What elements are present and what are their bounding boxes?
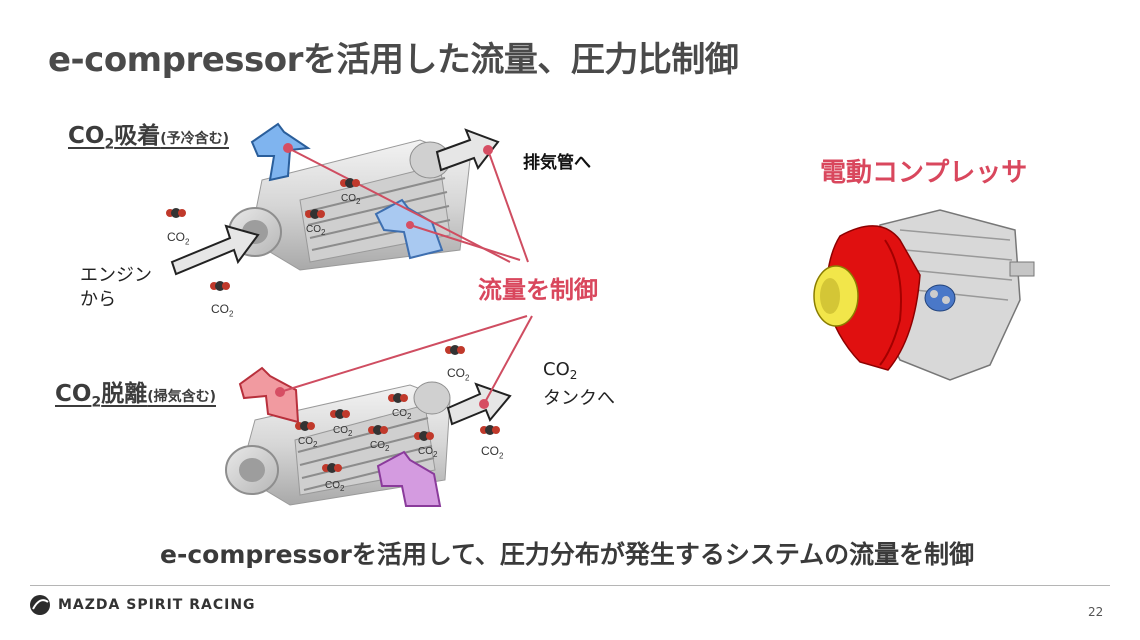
footer-divider (30, 585, 1110, 586)
engine-inflow-arrow (170, 224, 260, 276)
co2-molecule-label: CO2 (392, 408, 412, 421)
co2-molecule-icon (368, 425, 388, 435)
co2-molecule-icon (166, 208, 186, 218)
co2-molecule-label: CO2 (370, 440, 390, 453)
co2-molecule-label: CO2 (306, 224, 326, 237)
co2-molecule-icon (295, 421, 315, 431)
co2-subscript: 2 (91, 394, 102, 411)
tank-label-line2: タンクへ (543, 388, 615, 409)
exhaust-label: 排気管へ (523, 153, 591, 173)
co2-molecule-icon (322, 463, 342, 473)
electric-compressor-image (813, 209, 1035, 381)
co2-adsorption-heading: CO2吸着(予冷含む) (68, 116, 229, 153)
desorption-subtext: (掃気含む) (147, 389, 216, 405)
footer-brand: MAZDA SPIRIT RACING (58, 597, 256, 613)
co2-molecule-icon (330, 409, 350, 419)
adsorption-subtext: (予冷含む) (160, 131, 229, 147)
co2-text: CO (55, 381, 92, 407)
control-points (275, 143, 493, 409)
engine-label-line1: エンジン (80, 265, 152, 286)
adsorption-text: 吸着 (114, 123, 161, 149)
co2-molecule-label: CO2 (481, 444, 504, 461)
co2-molecule-icon (480, 425, 500, 435)
control-lines (279, 147, 533, 405)
co2-text: CO (68, 123, 105, 149)
co2-molecule-label: CO2 (418, 446, 438, 459)
desorption-text: 脱離 (101, 381, 148, 407)
engine-label-line2: から (80, 289, 116, 310)
co2-molecule-label: CO2 (211, 302, 234, 319)
adsorption-outflow-arrow (374, 198, 444, 260)
co2-molecule-label: CO2 (325, 480, 345, 493)
co2-molecules (166, 178, 500, 473)
co2-desorption-heading: CO2脱離(掃気含む) (55, 374, 216, 411)
mazda-logo-icon (30, 595, 50, 615)
co2-molecule-icon (414, 431, 434, 441)
summary-text: e-compressorを活用して、圧力分布が発生するシステムの流量を制御 (160, 540, 975, 569)
electric-compressor-label: 電動コンプレッサ (820, 158, 1028, 188)
co2-molecule-icon (388, 393, 408, 403)
co2-molecule-label: CO2 (298, 436, 318, 449)
co2-molecule-icon (210, 281, 230, 291)
co2-molecule-label: CO2 (341, 193, 361, 206)
adsorption-inflow-arrow (250, 122, 311, 182)
co2-molecule-label: CO2 (167, 230, 190, 247)
page-number: 22 (1088, 605, 1104, 619)
co2-molecule-label: CO2 (447, 366, 470, 383)
engine-label: エンジン から (80, 264, 152, 312)
tank-label: CO2 タンクへ (543, 358, 615, 411)
co2-molecule-icon (340, 178, 360, 188)
co2-molecule-icon (445, 345, 465, 355)
slide-title: e-compressorを活用した流量、圧力比制御 (48, 40, 739, 80)
desorption-outflow-arrow (376, 450, 442, 507)
flow-control-label: 流量を制御 (478, 276, 598, 304)
co2-molecule-icon (305, 209, 325, 219)
desorption-inflow-arrow (238, 366, 300, 424)
co2-molecule-label: CO2 (333, 425, 353, 438)
tank-label-line1: CO2 (543, 359, 578, 382)
co2-subscript: 2 (104, 136, 115, 153)
